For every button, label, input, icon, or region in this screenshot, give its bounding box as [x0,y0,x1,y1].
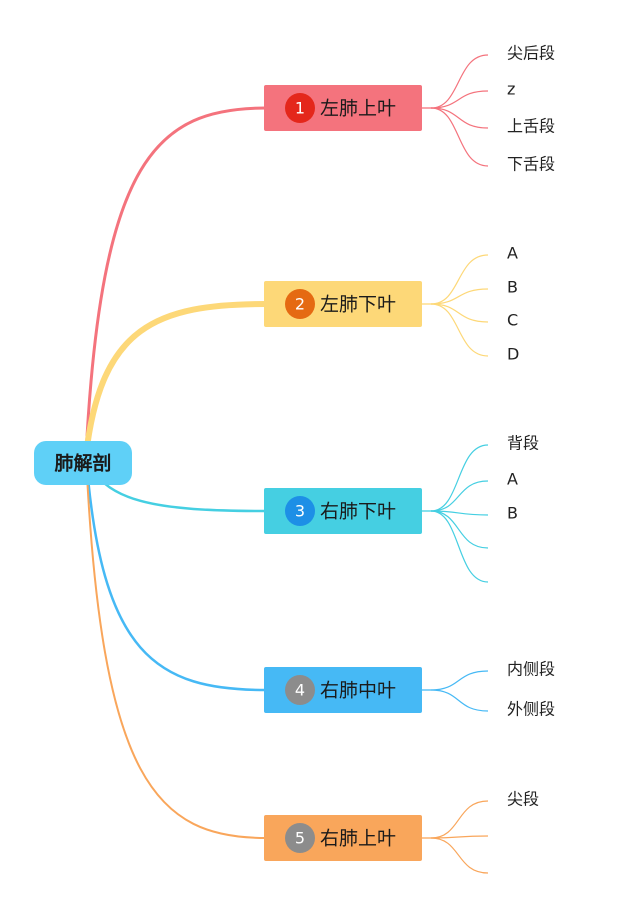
leaf-node-label[interactable]: A [507,244,518,263]
branch-node-5[interactable]: 5 右肺上叶 [264,815,422,861]
number-badge-icon [285,823,315,853]
leaf-connector [430,510,489,583]
leaf-node-label[interactable]: 内侧段 [507,660,555,679]
branch-label: 右肺中叶 [320,680,396,702]
leaf-connector [430,107,489,129]
branch-number: 5 [295,829,305,848]
leaf-node-label[interactable]: 上舌段 [507,117,555,136]
branch-number: 2 [295,295,305,314]
leaf-node-label[interactable]: z [507,80,515,99]
connector-4 [84,453,268,692]
leaf-connector [430,54,489,109]
leaf-connector [430,254,489,305]
leaf-node-label[interactable]: 背段 [507,434,539,453]
leaf-connector [430,670,489,691]
connector-5 [85,454,267,839]
leaf-connector [430,510,489,516]
branch-number: 4 [295,681,305,700]
leaf-node-label[interactable]: B [507,504,518,523]
number-badge-icon [285,675,315,705]
branch-number: 3 [295,502,305,521]
leaf-connector [430,510,489,549]
branch-node-1[interactable]: 1 左肺上叶 [264,85,422,131]
leaf-connector [430,288,489,305]
leaf-node-label[interactable]: A [507,470,518,489]
branch-label: 右肺上叶 [320,828,396,850]
leaf-node-label[interactable]: 下舌段 [507,155,555,174]
branch-number: 1 [295,99,305,118]
root-label: 肺解剖 [54,452,111,475]
leaf-connector [430,689,489,712]
leaf-node-label[interactable]: 外侧段 [507,700,555,719]
branch-label: 左肺下叶 [320,294,396,316]
leaf-connector-layer [422,54,489,874]
branch-label: 左肺上叶 [320,98,396,120]
leaf-node-label[interactable]: D [507,345,519,364]
number-badge-icon [285,289,315,319]
leaf-connector [430,800,489,839]
connector-1 [84,106,268,457]
leaf-connector [430,90,489,109]
branch-node-2[interactable]: 2 左肺下叶 [264,281,422,327]
leaf-connector [430,837,489,874]
leaf-node-label[interactable]: B [507,278,518,297]
leaf-connector [430,444,489,512]
leaf-connector [430,480,489,512]
leaf-connector [430,107,489,167]
branch-node-4[interactable]: 4 右肺中叶 [264,667,422,713]
connector-2 [83,301,269,458]
root-box [34,441,132,485]
number-badge-icon [285,496,315,526]
branch-label: 右肺下叶 [320,501,396,523]
leaf-connector [430,303,489,323]
root-node[interactable]: 肺解剖 [34,441,132,485]
leaf-node-label[interactable]: 尖后段 [507,44,555,63]
leaf-node-label[interactable]: 尖段 [507,790,539,809]
number-badge-icon [285,93,315,123]
branch-node-3[interactable]: 3 右肺下叶 [264,488,422,534]
leaf-connector [430,835,489,839]
leaf-connector [430,303,489,357]
leaf-node-label[interactable]: C [507,311,518,330]
